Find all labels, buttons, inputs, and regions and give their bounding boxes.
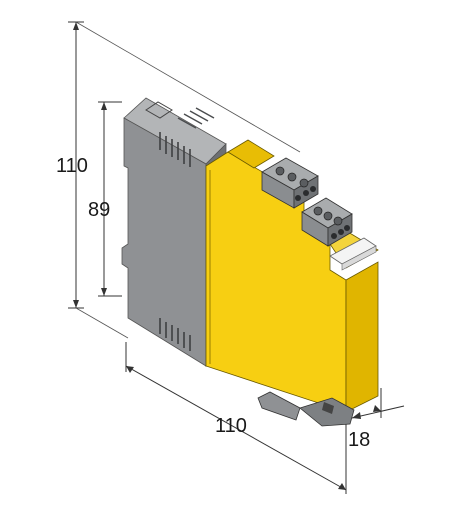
width-18-dimension-line <box>351 405 405 419</box>
depth-110-dimension-line <box>125 365 347 491</box>
width-18-label: 18 <box>348 429 371 451</box>
dimension-arrows <box>73 22 381 490</box>
height-110-label: 110 <box>56 155 88 177</box>
height-89-label: 89 <box>88 199 111 221</box>
lower-terminal-block <box>301 197 353 247</box>
upper-terminal-block <box>261 157 319 209</box>
depth-110-label: 110 <box>215 415 247 437</box>
din-rail-clip <box>257 391 355 427</box>
yellow-front-module <box>205 139 379 413</box>
